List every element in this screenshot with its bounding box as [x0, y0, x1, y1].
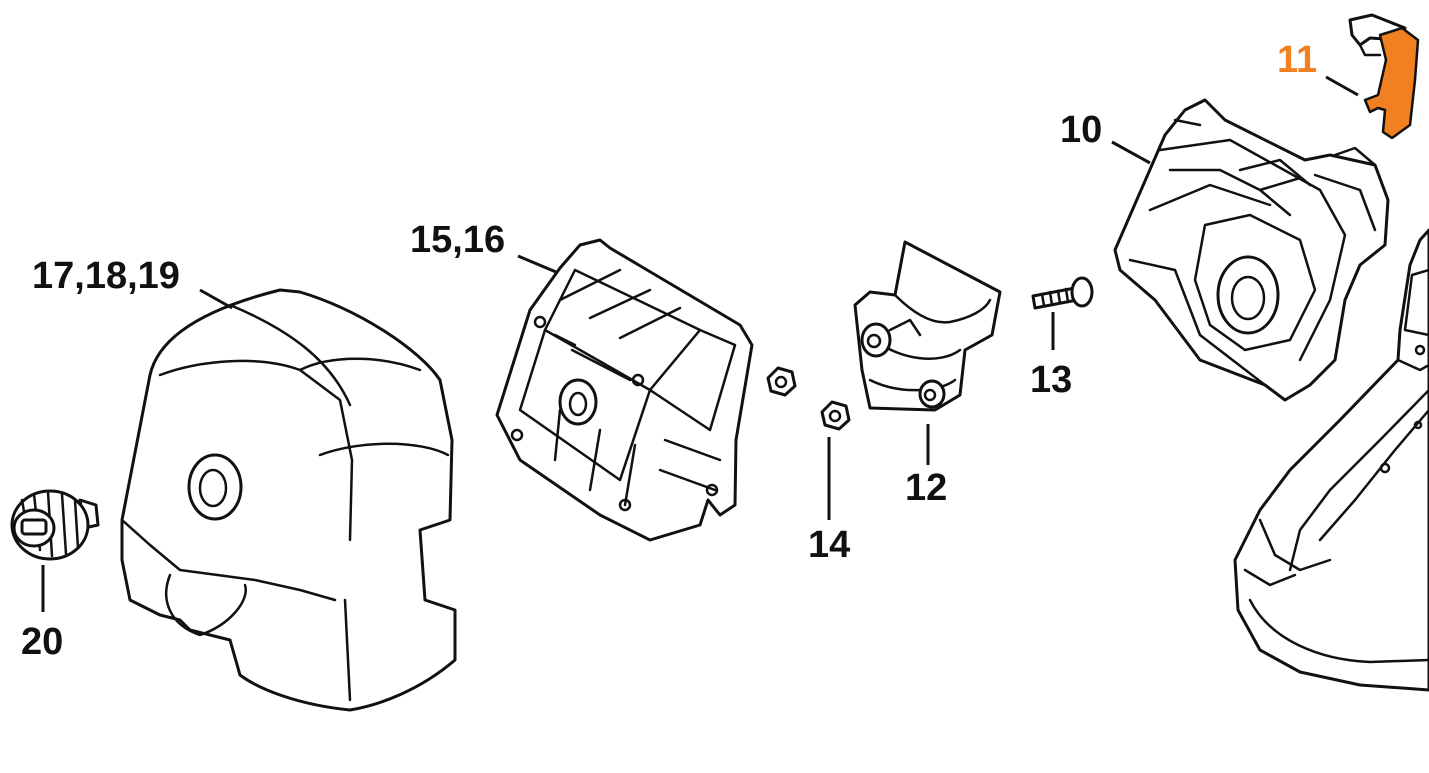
leader-17-18-19	[199, 288, 233, 310]
leader-11	[1325, 75, 1359, 97]
part-13-screw[interactable]	[1031, 276, 1094, 350]
label-13: 13	[1030, 359, 1072, 401]
machine-housing	[1233, 228, 1429, 692]
part-14-nut[interactable]	[820, 400, 851, 520]
label-20: 20	[21, 621, 63, 663]
part-12-adapter[interactable]	[853, 240, 1002, 465]
nut-upper[interactable]	[766, 366, 797, 397]
part-17-18-19-cover[interactable]	[120, 288, 457, 712]
label-17-18-19: 17,18,19	[32, 255, 180, 297]
leader-10	[1111, 140, 1151, 165]
leader-15-16	[517, 254, 557, 274]
part-15-16-air-filter[interactable]	[495, 238, 754, 542]
part-20-knob[interactable]	[10, 489, 100, 612]
label-15-16: 15,16	[410, 219, 505, 261]
label-10: 10	[1060, 109, 1102, 151]
label-12: 12	[905, 467, 947, 509]
label-14: 14	[808, 524, 850, 566]
part-10-housing[interactable]	[1111, 98, 1390, 402]
label-11-highlighted: 11	[1277, 39, 1317, 81]
part-11-clip-highlighted[interactable]	[1325, 13, 1420, 140]
